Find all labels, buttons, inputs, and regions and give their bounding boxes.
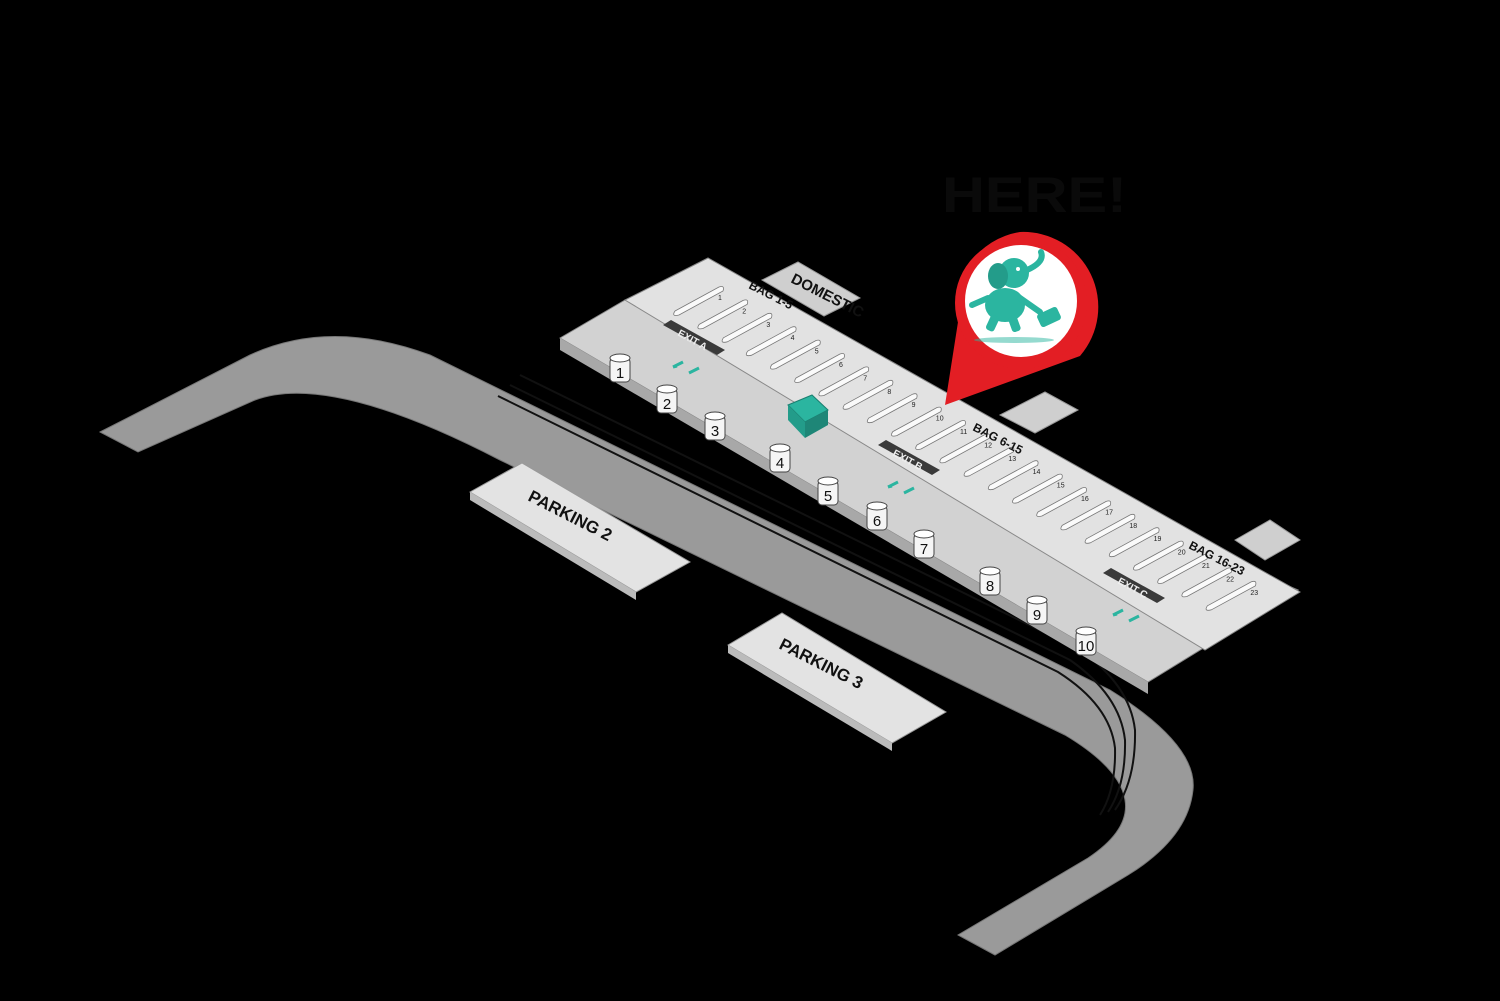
door-marker: 1 xyxy=(609,353,631,383)
baggage-belt: 2 xyxy=(697,299,749,330)
road-lane-line xyxy=(509,384,1127,813)
door-marker: 2 xyxy=(656,384,678,414)
belt-number: 22 xyxy=(1226,576,1234,583)
belt-number: 18 xyxy=(1129,523,1137,530)
baggage-belt: 17 xyxy=(1060,500,1113,531)
baggage-belt: 5 xyxy=(770,339,821,370)
door-number: 2 xyxy=(663,396,671,413)
door-number: 4 xyxy=(776,455,784,472)
belt-number: 9 xyxy=(912,402,916,409)
access-road xyxy=(98,336,1194,956)
door-marker: 4 xyxy=(769,443,791,473)
baggage-belt: 11 xyxy=(915,420,967,450)
information-desk-side xyxy=(788,405,805,438)
belt-number: 11 xyxy=(960,429,967,436)
belt-number: 8 xyxy=(887,389,891,396)
side-corridor xyxy=(998,391,1080,434)
baggage-belt: 8 xyxy=(842,379,894,410)
baggage-belt: 10 xyxy=(891,406,944,437)
baggage-belt: 18 xyxy=(1084,513,1137,544)
belt-number: 23 xyxy=(1250,590,1258,597)
information-desk-side xyxy=(805,410,828,438)
door-number: 10 xyxy=(1078,638,1095,655)
baggage-belt: 3 xyxy=(721,312,773,343)
parking-3-sign: PARKING 3 xyxy=(727,612,947,751)
belt-number: 19 xyxy=(1154,536,1162,543)
belt-number: 6 xyxy=(839,362,843,369)
side-corridor xyxy=(1234,519,1301,561)
door-marker: 6 xyxy=(866,501,888,531)
baggage-belt: 23 xyxy=(1205,580,1258,611)
belt-number: 16 xyxy=(1081,496,1089,503)
baggage-belt: 1 xyxy=(673,286,724,316)
door-marker: 10 xyxy=(1075,626,1097,656)
baggage-belts: 1234567891011121314151617181920212223BAG… xyxy=(673,278,1258,611)
baggage-belt: 4 xyxy=(745,326,797,357)
baggage-belt: 7 xyxy=(818,366,870,397)
baggage-belt: 16 xyxy=(1036,487,1089,517)
belt-number: 15 xyxy=(1057,483,1065,490)
elephant-with-suitcase-icon xyxy=(969,249,1061,343)
door-number: 6 xyxy=(873,513,881,530)
door-number: 1 xyxy=(616,365,624,382)
belt-number: 17 xyxy=(1105,509,1113,516)
belt-number: 13 xyxy=(1008,456,1016,463)
domestic-corridor xyxy=(760,261,862,317)
door-marker: 8 xyxy=(979,566,1001,596)
belt-number: 5 xyxy=(815,349,819,356)
baggage-belt: 15 xyxy=(1012,473,1065,504)
baggage-belt: 14 xyxy=(987,460,1041,491)
door-marker: 7 xyxy=(913,529,935,559)
baggage-belt: 12 xyxy=(939,433,992,464)
baggage-belt: 13 xyxy=(963,446,1016,477)
door-number: 8 xyxy=(986,578,994,595)
heading-line-2: HERE! xyxy=(942,167,1127,223)
baggage-belt: 20 xyxy=(1133,540,1186,571)
baggage-belt: 21 xyxy=(1157,554,1210,584)
belt-number: 21 xyxy=(1202,563,1210,570)
belt-number: 20 xyxy=(1178,550,1186,557)
baggage-belt: 6 xyxy=(794,353,845,383)
belt-number: 10 xyxy=(936,416,944,423)
baggage-belt: 19 xyxy=(1108,527,1162,558)
belt-number: 7 xyxy=(863,375,867,382)
belt-number: 14 xyxy=(1033,469,1041,476)
road-lane-line xyxy=(497,395,1117,816)
door-marker: 9 xyxy=(1026,595,1048,625)
door-marker: 3 xyxy=(704,411,726,441)
door-number: 9 xyxy=(1033,607,1041,624)
baggage-belt: 9 xyxy=(866,393,918,424)
location-pin xyxy=(945,231,1099,405)
baggage-belt: 22 xyxy=(1181,567,1234,598)
door-marker: 5 xyxy=(817,476,839,506)
door-number: 5 xyxy=(824,488,832,505)
door-number: 7 xyxy=(920,541,928,558)
belt-number: 2 xyxy=(742,308,746,315)
belt-number: 3 xyxy=(766,322,770,329)
belt-number: 12 xyxy=(984,442,992,449)
belt-number: 1 xyxy=(718,295,722,302)
belt-number: 4 xyxy=(791,335,795,342)
door-number: 3 xyxy=(711,423,719,440)
